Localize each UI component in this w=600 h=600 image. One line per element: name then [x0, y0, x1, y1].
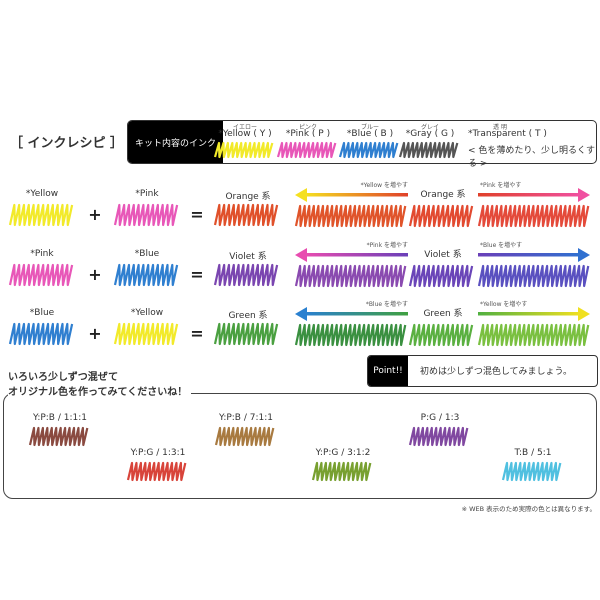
mix-result-label: Orange 系: [225, 192, 271, 202]
recipe-swatch: [408, 426, 469, 447]
variation-swatch-right: [477, 323, 590, 347]
kit-label: キット内容のインク: [128, 121, 223, 163]
ink-name-label: *Gray ( G ): [405, 129, 455, 139]
transparent-note: < 色を薄めたり、少し明るくする >: [468, 146, 596, 169]
equals-sign: =: [190, 205, 204, 224]
variation-swatch-right: [477, 264, 590, 288]
left-arrow-note: *Yellow を増やす: [360, 182, 408, 189]
recipes-box: [3, 393, 597, 499]
mix-input-a-label: *Yellow: [25, 189, 59, 199]
kit-ink-box: キット内容のインク: [127, 120, 597, 164]
invite-line-2: オリジナル色を作ってみてくださいね！: [8, 383, 192, 398]
point-box: Point!! 初めは少しずつ混色してみましょう。: [367, 355, 598, 387]
recipe-label: P:G / 1:3: [420, 413, 460, 423]
mix-input-a-swatch: [8, 203, 74, 227]
variation-swatch-middle: [408, 323, 474, 347]
recipe-swatch: [214, 426, 275, 447]
right-arrow-note: *Blue を増やす: [480, 242, 523, 249]
ink-name-label: *Yellow ( Y ): [218, 129, 272, 139]
mix-input-b-label: *Pink: [135, 189, 159, 199]
variation-swatch-left: [294, 264, 407, 288]
recipe-swatch: [311, 461, 372, 482]
point-text: 初めは少しずつ混色してみましょう。: [420, 367, 573, 377]
recipe-label: Y:P:G / 1:3:1: [130, 448, 186, 458]
transparent-name-label: *Transparent ( T ): [468, 129, 547, 139]
right-gradient-arrow: [478, 307, 590, 321]
recipe-swatch: [126, 461, 187, 482]
left-gradient-arrow: [295, 188, 408, 202]
left-gradient-arrow: [295, 248, 408, 262]
mix-input-a-swatch: [8, 263, 74, 287]
recipe-swatch: [501, 461, 562, 482]
mix-input-a-label: *Pink: [30, 249, 54, 259]
mix-input-b-label: *Yellow: [130, 308, 164, 318]
variation-swatch-right: [477, 204, 590, 228]
recipe-label: T:B / 5:1: [514, 448, 552, 458]
variation-swatch-middle: [408, 204, 474, 228]
mix-input-a-label: *Blue: [29, 308, 55, 318]
left-gradient-arrow: [295, 307, 408, 321]
right-gradient-arrow: [478, 248, 590, 262]
left-arrow-note: *Blue を増やす: [365, 301, 408, 308]
transparent-kana-label: 透 明: [493, 124, 507, 131]
ink-kana-label: グレイ: [420, 124, 440, 131]
right-arrow-note: *Pink を増やす: [480, 182, 522, 189]
ink-swatch: [213, 141, 274, 159]
variation-swatch-middle: [408, 264, 474, 288]
right-arrow-note: *Yellow を増やす: [480, 301, 528, 308]
plus-sign: +: [88, 324, 102, 343]
recipe-label: Y:P:G / 3:1:2: [315, 448, 371, 458]
variation-label: Violet 系: [424, 250, 462, 260]
recipe-swatch: [28, 426, 89, 447]
ink-swatch: [338, 141, 399, 159]
mix-result-label: Green 系: [228, 311, 268, 321]
mix-result-swatch: [213, 263, 279, 287]
variation-label: Green 系: [423, 309, 463, 319]
variation-swatch-left: [294, 204, 407, 228]
ink-kana-label: ブルー: [360, 124, 380, 131]
footnote: ※ WEB 表示のため実際の色とは異なります。: [461, 505, 596, 513]
mix-input-a-swatch: [8, 322, 74, 346]
ink-name-label: *Pink ( P ): [285, 129, 331, 139]
ink-name-label: *Blue ( B ): [346, 129, 394, 139]
plus-sign: +: [88, 265, 102, 284]
mix-result-swatch: [213, 203, 279, 227]
mix-result-label: Violet 系: [229, 252, 267, 262]
ink-kana-label: イエロー: [233, 124, 257, 131]
recipe-label: Y:P:B / 7:1:1: [219, 413, 273, 423]
plus-sign: +: [88, 205, 102, 224]
ink-swatch: [276, 141, 337, 159]
mix-input-b-label: *Blue: [134, 249, 160, 259]
equals-sign: =: [190, 265, 204, 284]
mix-result-swatch: [213, 322, 279, 346]
point-label: Point!!: [368, 356, 408, 386]
recipe-label: Y:P:B / 1:1:1: [33, 413, 87, 423]
invite-line-1: いろいろ少しずつ混ぜて: [8, 372, 119, 383]
mix-input-b-swatch: [113, 203, 179, 227]
ink-kana-label: ピンク: [298, 124, 318, 131]
left-arrow-note: *Pink を増やす: [366, 242, 408, 249]
right-gradient-arrow: [478, 188, 590, 202]
equals-sign: =: [190, 324, 204, 343]
mix-input-b-swatch: [113, 322, 179, 346]
ink-swatch: [398, 141, 459, 159]
mix-input-b-swatch: [113, 263, 179, 287]
variation-swatch-left: [294, 323, 407, 347]
page-title: ［ インクレシピ ］: [10, 136, 124, 151]
variation-label: Orange 系: [420, 190, 466, 200]
